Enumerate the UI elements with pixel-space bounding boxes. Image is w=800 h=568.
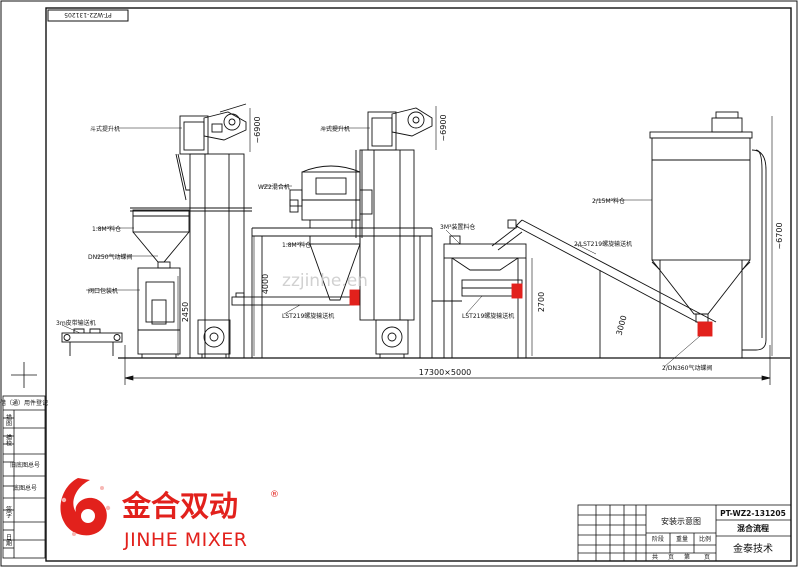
- discharge-unit-1: [197, 319, 231, 358]
- title-block: 安装示意图 PT-WZ2-131205 混合流程 金泰技术 阶段 重量 比例 共…: [577, 504, 792, 562]
- screw-conveyor-a: [231, 289, 361, 306]
- inclined-screw-short: [491, 219, 523, 251]
- discharge-unit-2: [375, 319, 409, 358]
- title-drawing-name: 安装示意图: [661, 516, 701, 526]
- dim-height-3: ~6700: [775, 222, 784, 249]
- label-screw-lst219-a: LST219螺旋输送机: [282, 312, 334, 320]
- station-2: [251, 107, 433, 358]
- bin-3m: [443, 235, 527, 358]
- logo-mark-icon: [60, 478, 111, 536]
- label-bucket-elevator-2: 斗式提升机: [320, 125, 350, 133]
- label-valve-packer: 阀口包装机: [88, 287, 118, 295]
- dim-height-6: 2700: [537, 292, 546, 312]
- label-belt-conveyor: 3m皮带输送机: [56, 319, 96, 327]
- table-trace-check: 描校: [5, 433, 12, 447]
- logo-en: JINHE MIXER: [123, 529, 247, 551]
- label-bin-3m: 3M³装置料仓: [440, 223, 475, 231]
- dim-height-5: 2450: [181, 302, 190, 322]
- screw-conveyor-b: [432, 279, 523, 302]
- title-col-weight: 重量: [676, 535, 688, 543]
- inner-border: [45, 7, 792, 562]
- table-borrow-register: 借（通）用件登记: [0, 399, 48, 407]
- label-silo-15m: 2/15M³料仓: [592, 197, 625, 205]
- bucket-elevator-1: [175, 103, 247, 201]
- overall-dimension: 17300×5000: [124, 345, 771, 385]
- station-3: [432, 219, 527, 358]
- label-valve-dn360: 2/DN360气动蝶阀: [662, 364, 712, 372]
- station-4: [515, 111, 767, 358]
- title-sheet-total: 共: [652, 553, 658, 561]
- watermark: zzjinhe.en: [282, 271, 368, 291]
- dim-height-1: ~6900: [253, 116, 262, 143]
- logo-cn: 金合双动: [121, 489, 238, 523]
- title-col-stage: 阶段: [652, 535, 664, 543]
- table-old-base-number: 旧底图总号: [10, 461, 40, 469]
- brand-logo: 金合双动 ® JINHE MIXER: [60, 478, 279, 551]
- component-labels: 斗式提升机 斗式提升机 WZ2混合机 1.8M³料仓 1.8M³料仓 DN250…: [56, 125, 712, 372]
- label-screw-lst219-b: LST219螺旋输送机: [462, 312, 514, 320]
- label-screw-lst219-c: 2/LST219螺旋输送机: [574, 240, 632, 248]
- title-company-stamp: 金泰技术: [733, 542, 773, 555]
- dim-height-2: ~6900: [439, 114, 448, 141]
- valve-packer: [137, 261, 181, 358]
- table-signature: 签字: [5, 505, 12, 518]
- label-bin-1-8m-a: 1.8M³料仓: [92, 225, 121, 233]
- title-drawing-number: PT-WZ2-131205: [720, 509, 786, 518]
- title-sheet-index: 第: [684, 553, 690, 561]
- label-valve-dn250: DN250气动蝶阀: [88, 253, 133, 261]
- table-tracing: 描图: [5, 413, 12, 427]
- logo-registered: ®: [270, 490, 279, 500]
- platform-structure-1: [130, 153, 252, 359]
- valve-dn360: [695, 313, 713, 337]
- gantry-middle: [251, 227, 433, 358]
- station-1: [61, 103, 361, 359]
- label-mixer: WZ2混合机: [258, 183, 290, 191]
- leader-lines: [61, 127, 701, 368]
- table-date: 日期: [5, 534, 12, 547]
- table-base-number: 底图总号: [13, 484, 37, 492]
- title-sheet-page-b: 页: [704, 554, 710, 561]
- title-process-name: 混合流程: [737, 523, 769, 533]
- dim-overall: 17300×5000: [419, 368, 472, 377]
- drawing-number-box: PT-WZ2-131205: [47, 9, 129, 22]
- center-crosshair: [11, 362, 37, 388]
- label-bucket-elevator-1: 斗式提升机: [90, 125, 120, 133]
- dimension-lines: ~6900 ~6900 ~6700 4000 2450 2700 3000: [177, 106, 784, 356]
- label-bin-1-8m-b: 1.8M³料仓: [282, 241, 311, 249]
- dim-height-4: 4000: [261, 274, 270, 294]
- drawing-number: PT-WZ2-131205: [64, 11, 112, 18]
- bin-1-8m-a: [132, 209, 190, 263]
- left-revision-table: 借（通）用件登记 描图 描校 旧底图总号 底图总号 签字 日期: [0, 395, 48, 559]
- dim-incline: 3000: [615, 314, 629, 336]
- title-sheet-page-a: 页: [668, 554, 674, 561]
- belt-conveyor: [61, 328, 123, 356]
- wz2-mixer: [289, 165, 373, 228]
- title-col-scale: 比例: [699, 535, 711, 543]
